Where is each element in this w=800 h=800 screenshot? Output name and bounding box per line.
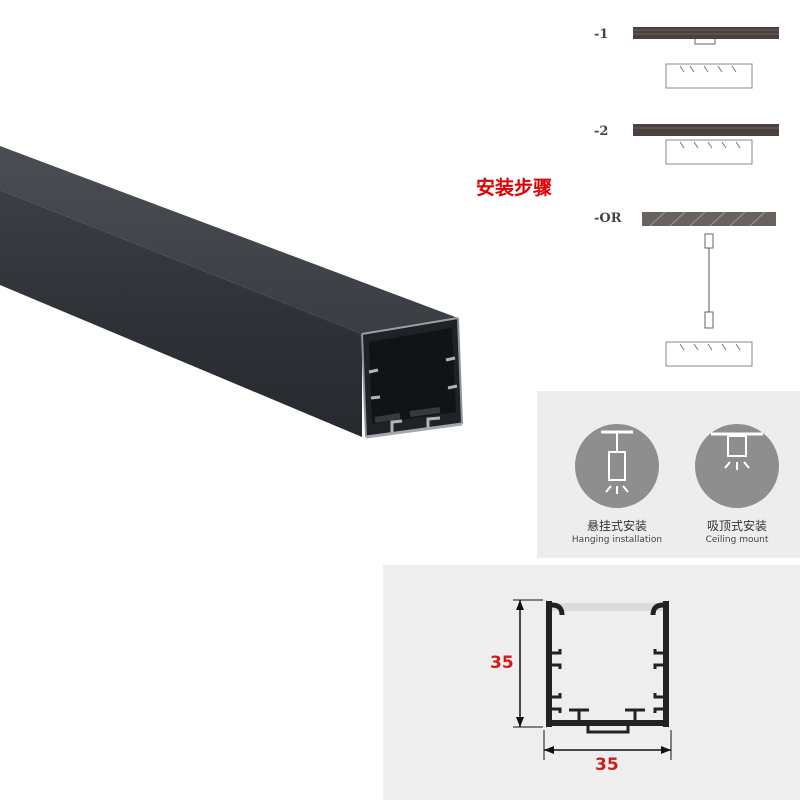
step-label-or: -OR <box>594 211 622 226</box>
profile-side-face <box>0 190 362 437</box>
ceiling-mount-label-cn: 吸顶式安装 <box>706 519 767 533</box>
step-label-1: -1 <box>594 27 609 42</box>
width-dimension-label: 35 <box>595 755 619 775</box>
pendant-lamp-icon <box>575 424 659 508</box>
profile-top-face <box>0 146 458 334</box>
step2-diagram <box>633 124 779 165</box>
install-steps-title: 安装步骤 <box>476 177 553 199</box>
cross-section-drawing <box>513 599 672 760</box>
mounting-options-panel: 悬挂式安装 Hanging installation 吸顶式安装 Ceiling… <box>537 391 800 558</box>
hanging-install-label-en: Hanging installation <box>571 535 663 545</box>
profile-end-face <box>361 317 463 439</box>
install-step-diagrams <box>633 27 779 367</box>
ceiling-lamp-icon <box>695 424 779 508</box>
hanging-install-label-cn: 悬挂式安装 <box>586 519 647 533</box>
ceiling-mount-label-en: Ceiling mount <box>705 535 769 545</box>
pendant-diagram <box>642 211 776 367</box>
dimension-drawing-panel: 35 35 <box>383 565 800 800</box>
step-label-2: -2 <box>594 124 609 139</box>
height-dimension-label: 35 <box>490 653 514 673</box>
step1-diagram <box>633 27 779 89</box>
